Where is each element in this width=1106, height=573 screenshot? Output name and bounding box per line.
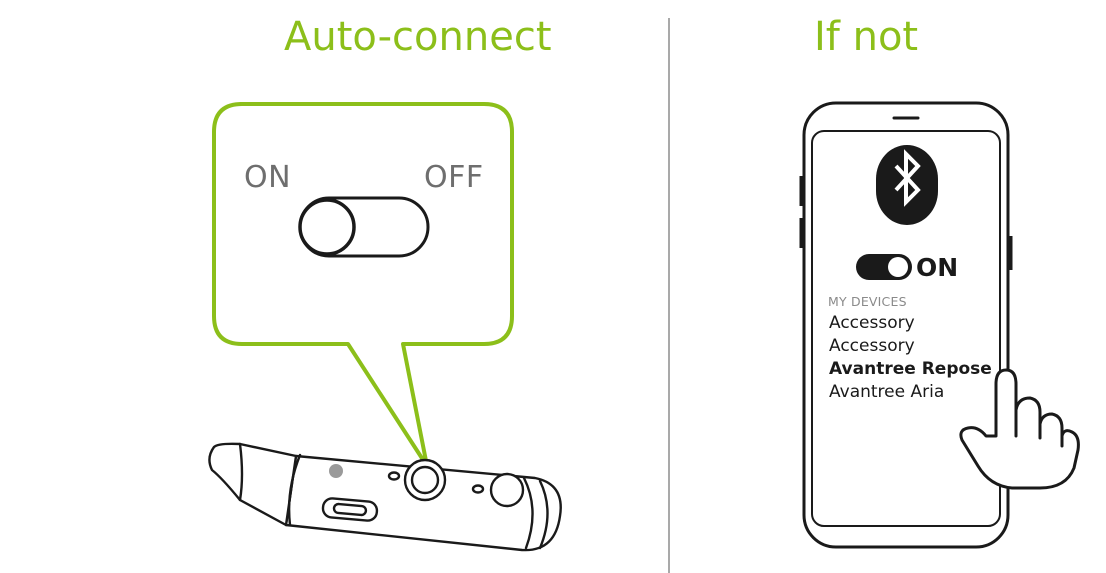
- device-list-item[interactable]: Avantree Aria: [829, 382, 945, 402]
- bluetooth-icon: [876, 145, 938, 225]
- device-list-item[interactable]: Accessory: [829, 313, 915, 333]
- auto-connect-heading: Auto-connect: [284, 14, 552, 60]
- auto-connect-toggle-switch: [298, 196, 430, 258]
- device-list-item[interactable]: Avantree Repose: [829, 359, 992, 379]
- switch-off-label: OFF: [424, 160, 484, 195]
- brand-logo-icon: [329, 464, 343, 478]
- switch-on-label: ON: [244, 160, 292, 195]
- switch-callout-bubble: [212, 102, 514, 468]
- bluetooth-toggle-switch: [856, 254, 912, 280]
- bluetooth-state-label: ON: [916, 253, 959, 282]
- my-devices-title: MY DEVICES: [828, 294, 907, 309]
- smartphone: [799, 101, 1013, 549]
- bluetooth-receiver-device: [208, 442, 562, 552]
- toggle-knob: [298, 198, 356, 256]
- pointing-hand-icon: [959, 368, 1080, 490]
- device-list-item[interactable]: Accessory: [829, 336, 915, 356]
- if-not-heading: If not: [814, 14, 919, 60]
